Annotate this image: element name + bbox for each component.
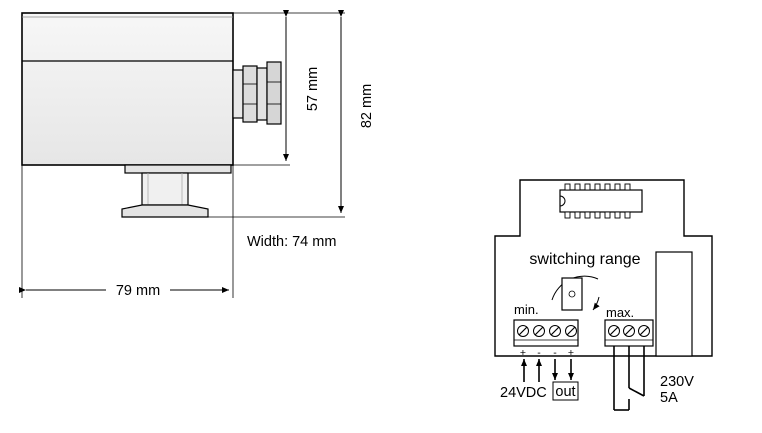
- terminal-sign-1: +: [520, 347, 526, 359]
- process-flange: [121, 204, 209, 218]
- housing-body: [21, 12, 234, 166]
- terminal-sign-2: -: [537, 347, 541, 359]
- relay-voltage-label: 230V: [660, 374, 694, 390]
- dim-label-width: Width: 74 mm: [247, 234, 336, 250]
- min-label: min.: [514, 302, 539, 317]
- ic-chip: [559, 183, 643, 219]
- mounting-base: [124, 164, 232, 174]
- wiring-diagram: switching range min. max.: [494, 179, 713, 411]
- dim-label-79: 79 mm: [116, 283, 160, 299]
- out-label-box: [552, 381, 579, 401]
- terminal-block-dc: [513, 319, 579, 347]
- process-neck: [141, 172, 189, 206]
- switching-range-title: switching range: [529, 251, 640, 268]
- max-label: max.: [606, 305, 634, 320]
- supply-label: 24VDC: [500, 385, 547, 401]
- terminal-sign-3: -: [553, 347, 557, 359]
- dim-label-57: 57 mm: [305, 67, 321, 111]
- relay-component: [655, 251, 693, 357]
- terminal-block-relay: [604, 319, 654, 347]
- potentiometer: [551, 275, 600, 311]
- device-side-view: 57 mm 82 mm Width: 74 mm 79 mm: [19, 10, 375, 299]
- relay-contacts: [613, 346, 645, 411]
- relay-current-label: 5A: [660, 390, 678, 406]
- dim-label-82: 82 mm: [359, 84, 375, 128]
- cable-gland: [232, 61, 282, 125]
- terminal-sign-4: +: [568, 347, 574, 359]
- out-label: out: [555, 384, 575, 400]
